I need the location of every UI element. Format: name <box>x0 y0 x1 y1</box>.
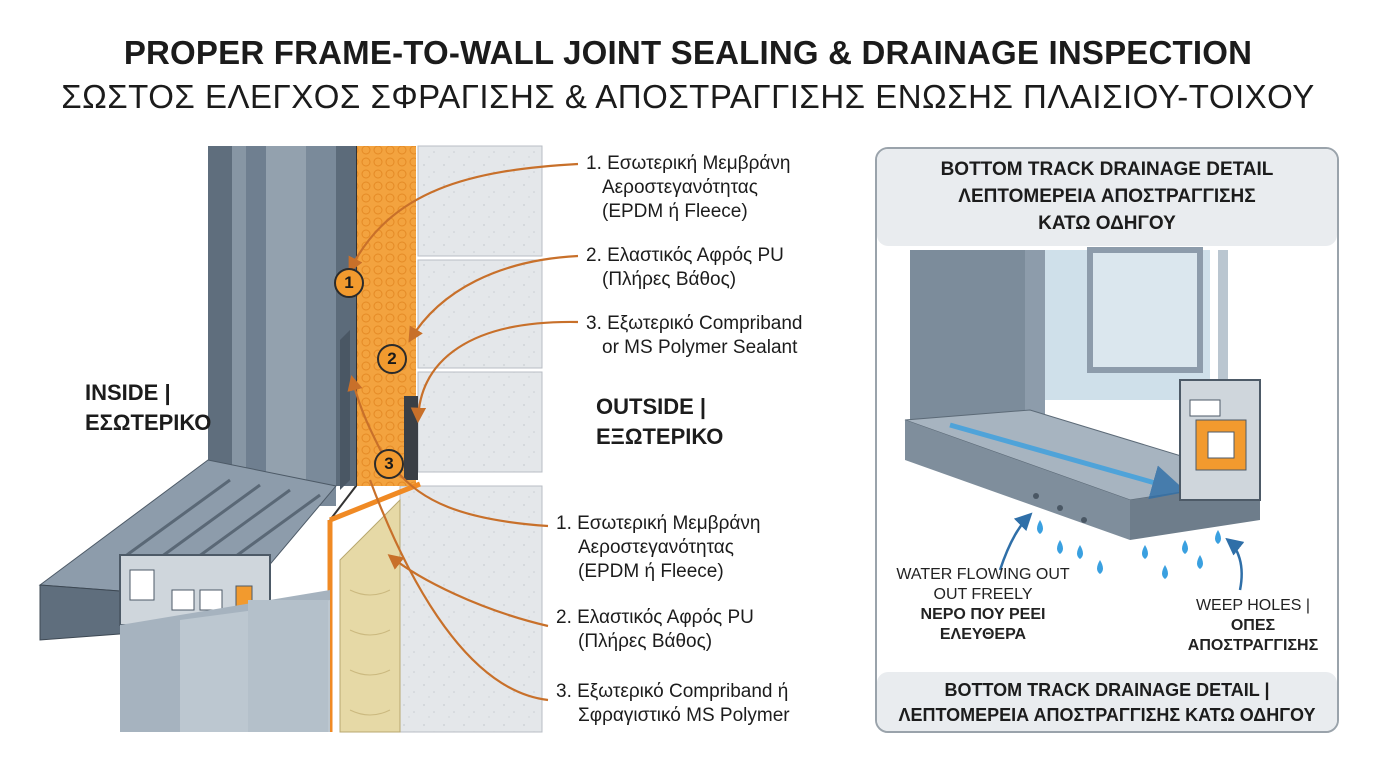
inside-label: INSIDE |ΕΣΩΤΕΡΙΚΟ <box>85 380 212 435</box>
title-english: PROPER FRAME-TO-WALL JOINT SEALING & DRA… <box>123 34 1253 71</box>
bottom-label-foam: 2. Ελαστικός Αφρός PU(Πλήρες Βάθος) <box>556 607 754 652</box>
top-label-foam: 2. Ελαστικός Αφρός PU(Πλήρες Βάθος) <box>586 245 784 290</box>
marker-3: 3 <box>374 449 404 479</box>
marker-2: 2 <box>377 344 407 374</box>
panel-footer: BOTTOM TRACK DRAINAGE DETAIL |ΛΕΠΤΟΜΕΡΕΙ… <box>898 680 1316 725</box>
outer-sealant <box>404 396 418 480</box>
water-drops <box>1037 520 1221 579</box>
wall-section <box>38 145 543 733</box>
marker-1: 1 <box>334 268 364 298</box>
callout-arrows <box>347 162 579 702</box>
outside-label: OUTSIDE |ΕΞΩΤΕΡΙΚΟ <box>596 394 724 449</box>
drainage-panel <box>875 147 1339 733</box>
water-flow-label: WATER FLOWING OUT OUT FREELY ΝΕΡΟ ΠΟΥ ΡΕ… <box>896 566 1070 643</box>
title-greek: ΣΩΣΤΟΣ ΕΛΕΓΧΟΣ ΣΦΡΑΓΙΣΗΣ & ΑΠΟΣΤΡΑΓΓΙΣΗΣ… <box>61 78 1315 115</box>
weep-holes-label: WEEP HOLES | ΟΠΕΣ ΑΠΟΣΤΡΑΓΓΙΣΗΣ <box>1187 597 1319 654</box>
